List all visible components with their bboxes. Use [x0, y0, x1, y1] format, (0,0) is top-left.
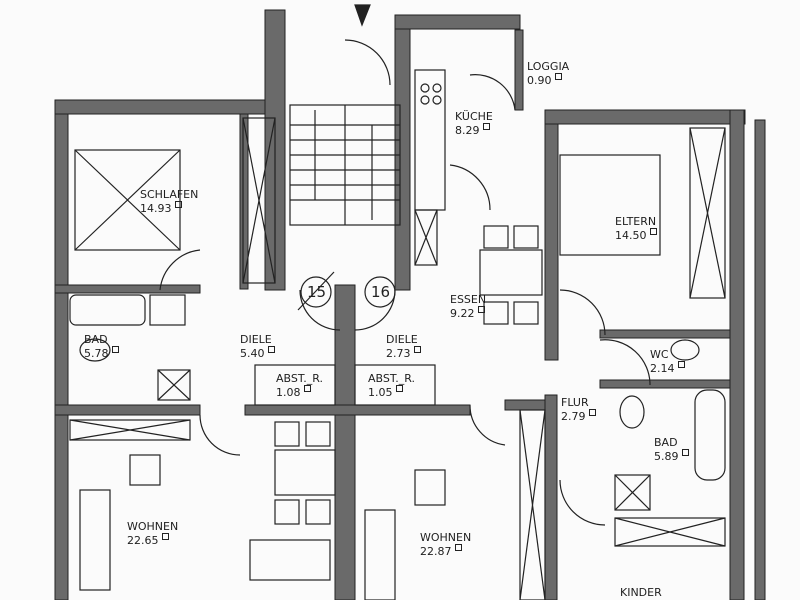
- unit-number-15: 15: [307, 283, 327, 301]
- room-label-kinder: KINDER: [620, 586, 662, 599]
- unit-number-16: 16: [371, 283, 391, 301]
- fixtures: [69, 39, 726, 600]
- walls: [54, 9, 766, 600]
- room-label-abstellraum-15: ABST._R.1.08: [276, 372, 324, 399]
- staircase: [289, 104, 401, 226]
- unit-markers: [297, 4, 396, 311]
- room-label-abstellraum-16: ABST._R.1.05: [368, 372, 416, 399]
